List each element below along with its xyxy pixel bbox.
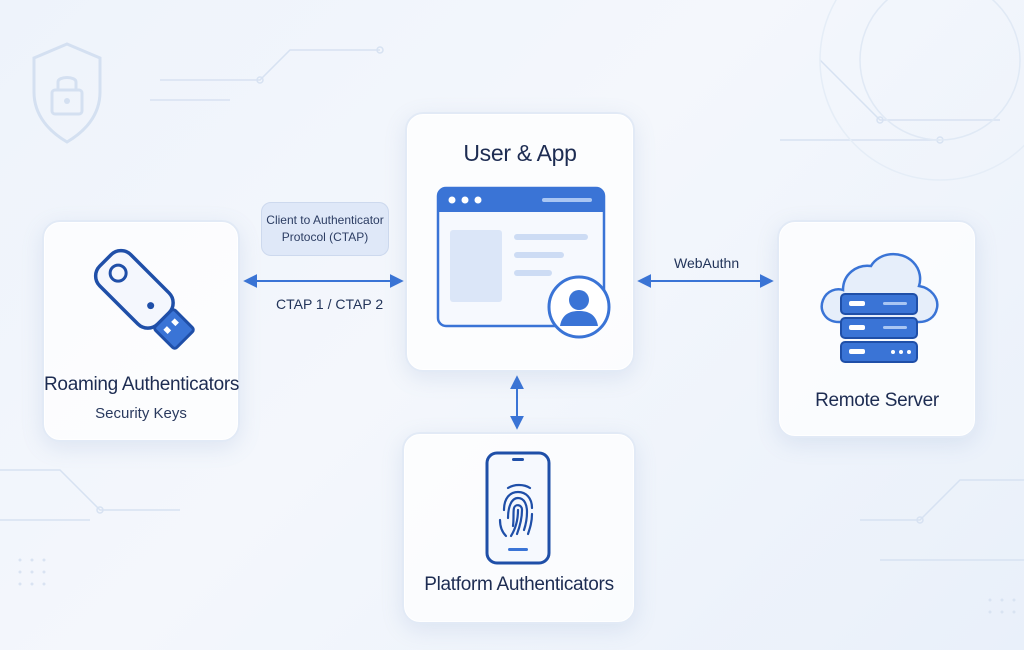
roaming-authenticators-title: Roaming Authenticators bbox=[44, 374, 240, 395]
platform-authenticators-card: Platform Authenticators bbox=[402, 432, 636, 624]
ctap-versions-label: CTAP 1 / CTAP 2 bbox=[276, 296, 384, 312]
webauthn-label: WebAuthn bbox=[674, 255, 740, 271]
ctap-bubble-line-1: Client to Authenticator bbox=[266, 213, 384, 227]
roaming-authenticators-card: Roaming Authenticators Security Keys bbox=[42, 220, 240, 442]
phone-fingerprint-icon bbox=[485, 451, 551, 565]
roaming-authenticators-subtitle: Security Keys bbox=[95, 405, 187, 422]
user-avatar-icon bbox=[547, 275, 611, 339]
remote-server-title: Remote Server bbox=[815, 390, 939, 411]
platform-authenticators-title: Platform Authenticators bbox=[424, 574, 614, 595]
user-app-card: User & App bbox=[405, 112, 635, 372]
usb-key-icon bbox=[93, 248, 195, 350]
cloud-server-icon bbox=[820, 253, 939, 363]
ctap-protocol-bubble: Client to Authenticator Protocol (CTAP) bbox=[261, 202, 389, 256]
remote-server-card: Remote Server bbox=[777, 220, 977, 438]
user-app-title: User & App bbox=[463, 140, 577, 166]
ctap-bubble-line-2: Protocol (CTAP) bbox=[281, 230, 369, 244]
shield-lock-icon bbox=[32, 42, 102, 144]
